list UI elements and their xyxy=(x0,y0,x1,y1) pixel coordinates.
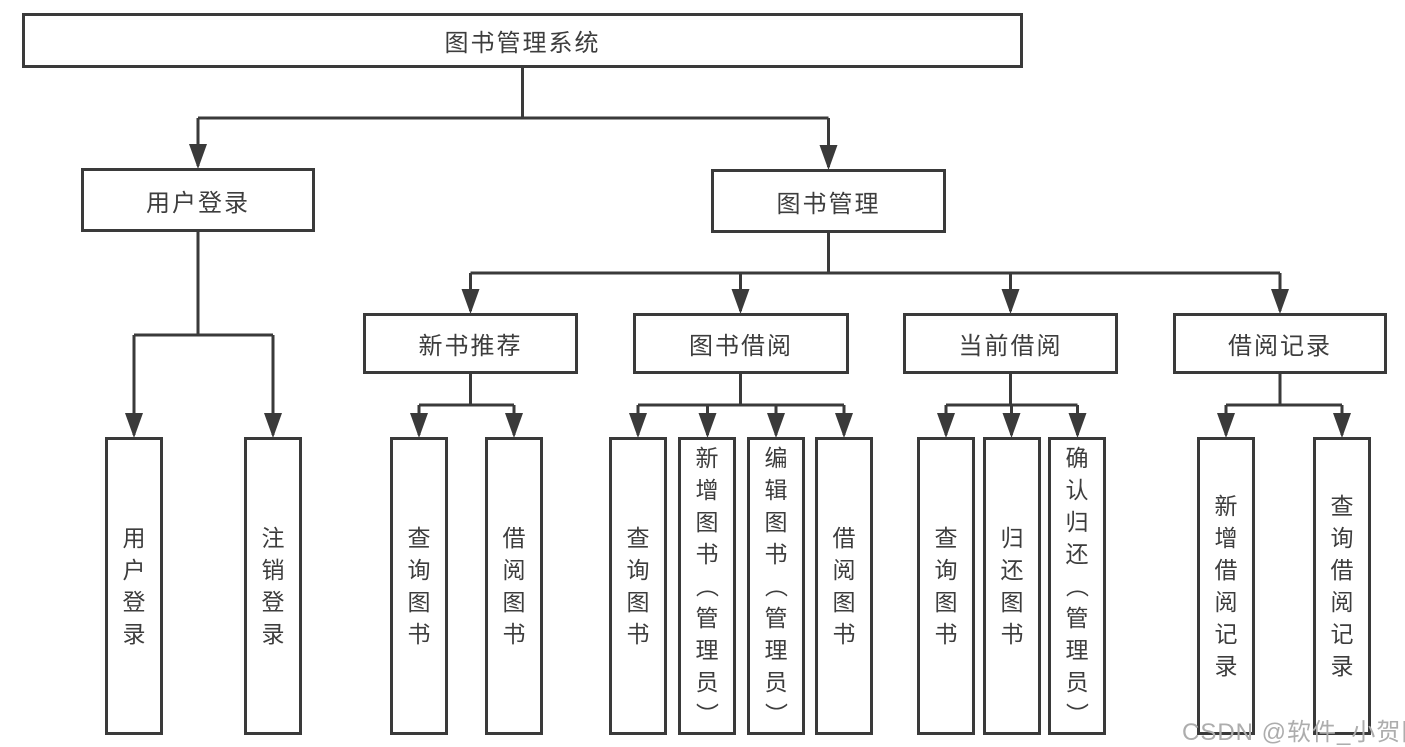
leaf-borrow-books: 借阅图书 xyxy=(815,437,873,735)
node-book-management: 图书管理 xyxy=(711,169,946,233)
node-root-system: 图书管理系统 xyxy=(22,13,1023,68)
node-book-management-label: 图书管理 xyxy=(776,190,881,218)
leaf-query-books-current: 查询图书 xyxy=(917,437,975,735)
leaf-add-books-admin: 新增图书（管理员） xyxy=(678,437,736,735)
arrowheads xyxy=(125,144,1351,438)
node-book-borrow: 图书借阅 xyxy=(633,313,849,374)
node-user-login-label: 用户登录 xyxy=(146,189,250,217)
leaf-query-books-borrow: 查询图书 xyxy=(609,437,667,735)
leaf-query-borrow-record: 查询借阅记录 xyxy=(1313,437,1371,735)
node-book-borrow-label: 图书借阅 xyxy=(689,333,793,360)
node-new-book-recommend-label: 新书推荐 xyxy=(418,333,523,360)
node-new-book-recommend: 新书推荐 xyxy=(363,313,578,374)
leaf-user-login: 用户登录 xyxy=(105,437,163,735)
node-current-borrow: 当前借阅 xyxy=(903,313,1118,374)
node-borrow-records-label: 借阅记录 xyxy=(1228,333,1332,360)
node-borrow-records: 借阅记录 xyxy=(1173,313,1387,374)
leaf-confirm-return-admin: 确认归还（管理员） xyxy=(1048,437,1106,735)
node-current-borrow-label: 当前借阅 xyxy=(958,333,1063,360)
node-user-login: 用户登录 xyxy=(81,168,315,232)
leaf-add-borrow-record: 新增借阅记录 xyxy=(1197,437,1255,735)
leaf-borrow-books-recommend: 借阅图书 xyxy=(485,437,543,735)
leaf-query-books-recommend: 查询图书 xyxy=(390,437,448,735)
leaf-logout: 注销登录 xyxy=(244,437,302,735)
leaf-return-books: 归还图书 xyxy=(983,437,1041,735)
leaf-edit-books-admin: 编辑图书（管理员） xyxy=(747,437,805,735)
csdn-watermark: CSDN @软件_小贺同学 xyxy=(1182,719,1405,746)
node-root-label: 图书管理系统 xyxy=(444,30,601,57)
